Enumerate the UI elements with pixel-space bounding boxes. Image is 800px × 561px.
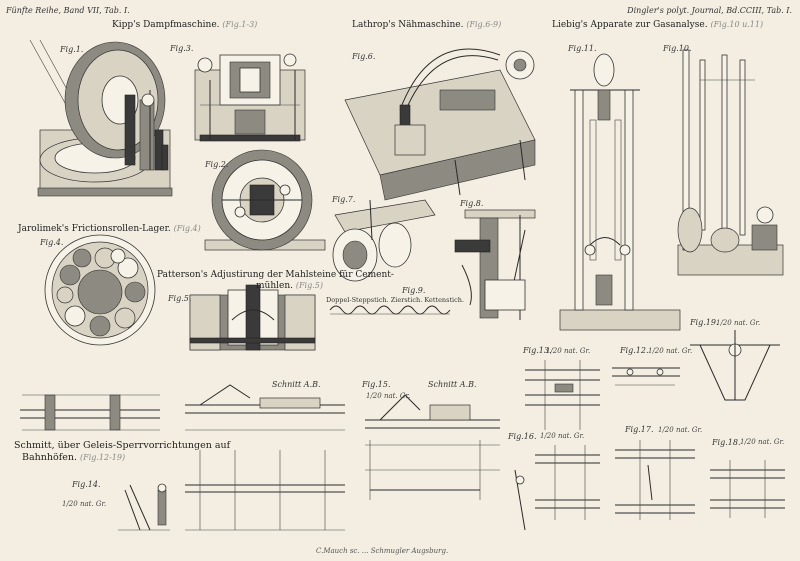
title-patterson-text: Patterson's Adjustirung der Mahlsteine f… — [157, 270, 394, 280]
title-schmitt-text2: Bahnhöfen. — [22, 452, 77, 463]
fig6-sewing-machine-drawing — [344, 48, 536, 201]
title-patterson: Patterson's Adjustirung der Mahlsteine f… — [157, 270, 394, 280]
fig1-steam-engine-drawing — [29, 39, 173, 197]
fig4-roller-bearing-drawing — [44, 234, 156, 346]
title-patterson-text2: mühlen. — [256, 281, 293, 291]
fig10-gas-apparatus-drawing — [677, 49, 784, 276]
fig-label-17: Fig.17. — [625, 425, 654, 434]
fig-label-9: Fig.9. — [402, 286, 426, 295]
fig5-millstone-section-drawing — [189, 284, 316, 351]
fig18-track-lock-drawing — [710, 460, 785, 518]
scale-fig19: 1/20 nat. Gr. — [716, 319, 761, 327]
fig-label-4: Fig.4. — [40, 238, 64, 247]
fig-label-12: Fig.12. — [620, 346, 649, 355]
fig-label-2: Fig.2. — [205, 160, 229, 169]
fig-label-11: Fig.11. — [568, 44, 597, 53]
fig-label-8: Fig.8. — [460, 199, 484, 208]
title-liebig: Liebig's Apparate zur Gasanalyse. (Fig.1… — [552, 20, 763, 30]
scale-fig15: 1/20 nat. Gr. — [366, 392, 411, 400]
scale-fig17: 1/20 nat. Gr. — [658, 426, 703, 434]
schnitt-label-2: Schnitt A.B. — [428, 380, 477, 389]
title-kipp-text: Kipp's Dampfmaschine. — [112, 20, 220, 30]
fig-label-5: Fig.5. — [168, 294, 192, 303]
title-lathrop-text: Lathrop's Nähmaschine. — [352, 20, 464, 30]
title-schmitt-ref: (Fig.12-19) — [80, 453, 126, 462]
schnitt-label-1: Schnitt A.B. — [272, 380, 321, 389]
fig12-track-lock-drawing — [612, 367, 680, 386]
fig3-engine-front-drawing — [194, 53, 306, 142]
title-lathrop-ref: (Fig.6-9) — [466, 20, 502, 29]
fig16-lever-drawing — [514, 445, 600, 531]
scale-fig16: 1/20 nat. Gr. — [540, 432, 585, 440]
title-kipp-ref: (Fig.1-3) — [222, 20, 258, 29]
scale-fig13: 1/20 nat. Gr. — [546, 347, 591, 355]
fig2-engine-flywheel-drawing — [204, 149, 326, 251]
scale-fig12: 1/20 nat. Gr. — [648, 347, 693, 355]
title-schmitt-text: Schmitt, über Geleis-Sperrvorrichtungen … — [14, 440, 231, 451]
fig19-lock-lever-drawing — [690, 330, 780, 401]
fig-label-7: Fig.7. — [332, 195, 356, 204]
fig-label-6: Fig.6. — [352, 52, 376, 61]
fig7-sewing-detail-drawing — [332, 199, 436, 282]
fig-label-1: Fig.1. — [60, 45, 84, 54]
title-patterson-ref: (Fig.5) — [295, 281, 323, 290]
title-jarolimek-ref: (Fig.4) — [173, 224, 201, 233]
title-liebig-text: Liebig's Apparate zur Gasanalyse. — [552, 20, 708, 30]
fig-label-18: Fig.18. — [712, 438, 741, 447]
scale-fig14: 1/20 nat. Gr. — [62, 500, 107, 508]
fig-label-19: Fig.19. — [690, 318, 719, 327]
engraver-credit: C.Mauch sc. ... Schmugler Augsburg. — [316, 547, 449, 555]
fig-label-15: Fig.15. — [362, 380, 391, 389]
fig-label-3: Fig.3. — [170, 44, 194, 53]
fig8-sewing-mechanism-drawing — [454, 209, 536, 320]
title-patterson-line2: mühlen. (Fig.5) — [256, 281, 323, 291]
title-liebig-ref: (Fig.10 u.11) — [710, 20, 764, 29]
fig-label-13: Fig.13. — [523, 346, 552, 355]
fig11-gas-apparatus-drawing — [559, 53, 681, 331]
fig17-track-lock-drawing — [615, 440, 695, 520]
fig-label-10: Fig.10. — [663, 44, 692, 53]
plate-series-label: Fünfte Reihe, Band VII, Tab. I. — [6, 6, 130, 15]
title-kipp: Kipp's Dampfmaschine. (Fig.1-3) — [112, 20, 257, 30]
fig14-lever-drawing — [118, 483, 170, 531]
fig-label-16: Fig.16. — [508, 432, 537, 441]
stitch-types-label: Doppel-Steppstich. Zierstich. Kettenstic… — [326, 296, 465, 304]
fig9-stitch-patterns-drawing — [329, 305, 451, 315]
schmitt-track-drawing — [20, 384, 345, 531]
title-lathrop: Lathrop's Nähmaschine. (Fig.6-9) — [352, 20, 501, 30]
scale-fig18: 1/20 nat. Gr. — [740, 438, 785, 446]
title-schmitt-line2: Bahnhöfen. (Fig.12-19) — [22, 452, 125, 463]
fig13-track-lock-drawing — [525, 360, 600, 430]
title-jarolimek-text: Jarolimek's Frictionsrollen-Lager. — [18, 224, 171, 234]
fig15-section-drawing — [365, 394, 500, 500]
title-jarolimek: Jarolimek's Frictionsrollen-Lager. (Fig.… — [18, 224, 201, 234]
title-schmitt: Schmitt, über Geleis-Sperrvorrichtungen … — [14, 440, 230, 451]
journal-reference: Dingler's polyt. Journal, Bd.CCIII, Tab.… — [627, 6, 792, 15]
fig-label-14: Fig.14. — [72, 480, 101, 489]
